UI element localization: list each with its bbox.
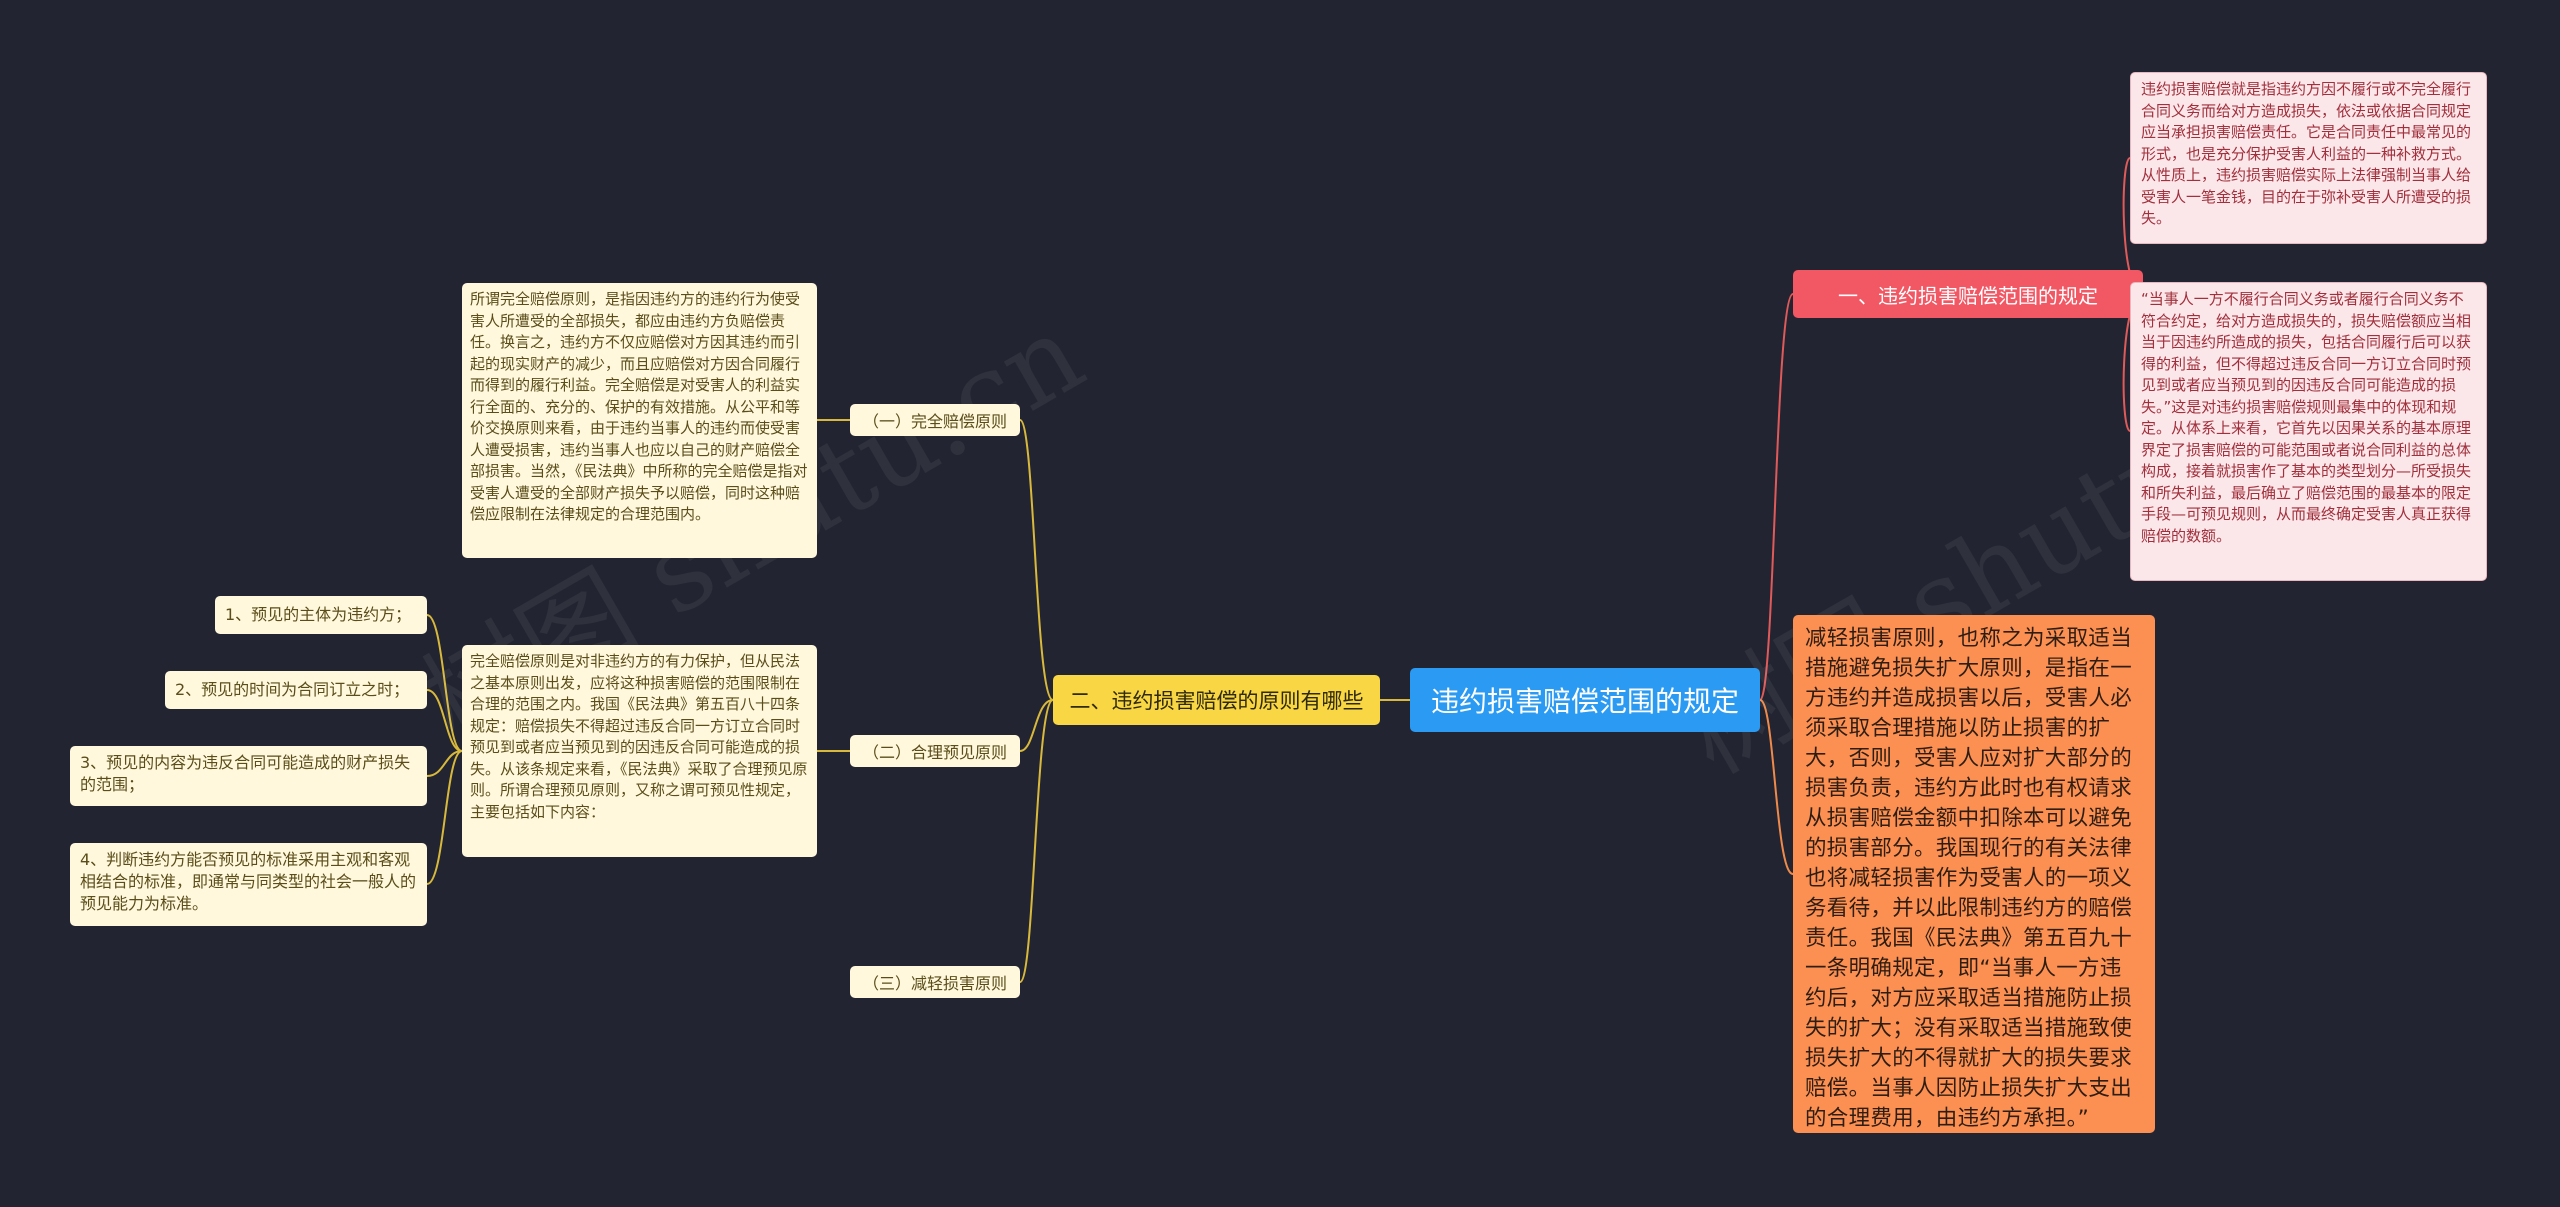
note-definition[interactable]: 违约损害赔偿就是指违约方因不履行或不完全履行合同义务而给对方造成损失，依法或依据… — [2130, 72, 2487, 244]
link-branch2-sub2 — [1019, 699, 1054, 752]
leaf-foresee-time[interactable]: 2、预见的时间为合同订立之时； — [165, 671, 427, 709]
note-mitigation-principle[interactable]: 减轻损害原则，也称之为采取适当措施避免损失扩大原则，是指在一方违约并造成损害以后… — [1793, 615, 2155, 1133]
link-note2-leaf4 — [426, 750, 463, 885]
branch-principles[interactable]: 二、违约损害赔偿的原则有哪些 — [1053, 675, 1380, 725]
note-legal-provision[interactable]: “当事人一方不履行合同义务或者履行合同义务不符合约定，给对方造成损失的，损失赔偿… — [2130, 282, 2487, 581]
branch-scope-rules[interactable]: 一、违约损害赔偿范围的规定 — [1793, 270, 2143, 318]
note-foreseeability[interactable]: 完全赔偿原则是对非违约方的有力保护，但从民法之基本原则出发，应将这种损害赔偿的范… — [462, 645, 817, 857]
leaf-foresee-subject[interactable]: 1、预见的主体为违约方； — [215, 596, 427, 634]
leaf-foresee-content[interactable]: 3、预见的内容为违反合同可能造成的财产损失的范围； — [70, 746, 427, 806]
link-note2-leaf1 — [426, 614, 463, 752]
link-note2-leaf2 — [426, 689, 463, 752]
link-center-branch1 — [1759, 293, 1794, 701]
link-branch2-sub1 — [1019, 419, 1054, 701]
leaf-foresee-standard[interactable]: 4、判断违约方能否预见的标准采用主观和客观相结合的标准，即通常与同类型的社会一般… — [70, 843, 427, 926]
link-note2-leaf3 — [426, 750, 463, 777]
sub-reasonable-foreseeability[interactable]: （二）合理预见原则 — [850, 735, 1020, 767]
sub-mitigation[interactable]: （三）减轻损害原则 — [850, 966, 1020, 998]
sub-full-compensation[interactable]: （一）完全赔偿原则 — [850, 404, 1020, 436]
link-branch2-sub3 — [1019, 699, 1054, 983]
note-full-compensation[interactable]: 所谓完全赔偿原则，是指因违约方的违约行为使受害人所遭受的全部损失，都应由违约方负… — [462, 283, 817, 558]
link-center-branch3 — [1759, 699, 1794, 875]
center-topic[interactable]: 违约损害赔偿范围的规定 — [1410, 668, 1760, 732]
